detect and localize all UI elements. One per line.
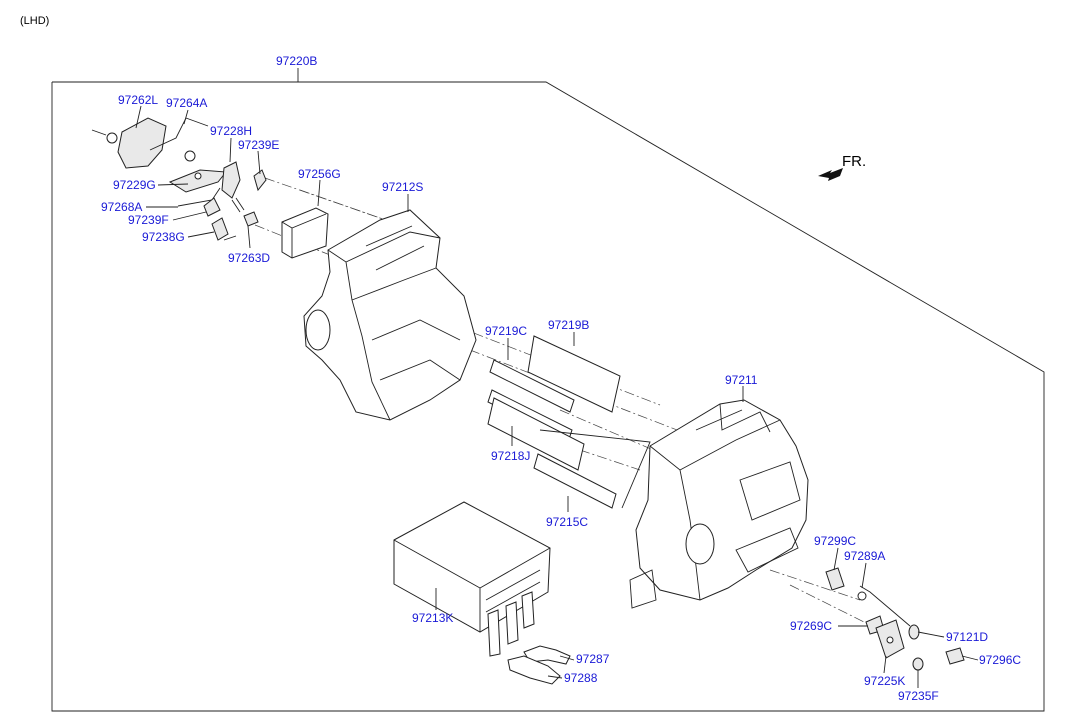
filter-97219B (527, 335, 621, 413)
label-97287[interactable]: 97287 (576, 652, 610, 666)
link-97239F (203, 197, 245, 217)
label-97262L[interactable]: 97262L (118, 93, 158, 107)
actuator-97263D (243, 211, 259, 227)
label-97213K[interactable]: 97213K (412, 611, 453, 625)
arm-97228H (221, 161, 241, 199)
link-97239E (253, 169, 267, 192)
label-97264A[interactable]: 97264A (166, 96, 207, 110)
label-97121D[interactable]: 97121D (946, 630, 988, 644)
label-97219B[interactable]: 97219B (548, 318, 589, 332)
rod-97264A (149, 117, 209, 151)
lever-97238G (211, 217, 237, 241)
label-97296C[interactable]: 97296C (979, 653, 1021, 667)
clip-97296C (945, 647, 965, 665)
door-lever-97262L (91, 117, 167, 169)
lever-97229G (168, 150, 227, 193)
label-97288[interactable]: 97288 (564, 671, 598, 685)
label-97228H[interactable]: 97228H (210, 124, 252, 138)
label-97269C[interactable]: 97269C (790, 619, 832, 633)
seal-97215C (533, 429, 651, 509)
front-arrow-icon (818, 168, 843, 181)
label-97299C[interactable]: 97299C (814, 534, 856, 548)
label-97238G[interactable]: 97238G (142, 230, 185, 244)
label-97229G[interactable]: 97229G (113, 178, 156, 192)
heater-core-97213K (393, 501, 551, 657)
label-97225K[interactable]: 97225K (864, 674, 905, 688)
label-97212S[interactable]: 97212S (382, 180, 423, 194)
label-97263D[interactable]: 97263D (228, 251, 270, 265)
leader-lines (135, 105, 979, 688)
knob-97121D (908, 624, 920, 640)
variant-label: (LHD) (20, 15, 49, 27)
label-97220B[interactable]: 97220B (276, 54, 317, 68)
label-97215C[interactable]: 97215C (546, 515, 588, 529)
seal-97218J (487, 397, 585, 471)
clamp-97288 (507, 655, 561, 685)
heater-case-97211 (629, 399, 809, 609)
assembly-frame (51, 68, 1045, 712)
label-97268A[interactable]: 97268A (101, 200, 142, 214)
label-97239F[interactable]: 97239F (128, 213, 169, 227)
label-97218J[interactable]: 97218J (491, 449, 530, 463)
cover-97256G (281, 207, 329, 259)
actuator-97225K (875, 619, 905, 659)
cable-97289A (857, 585, 911, 627)
label-97219C[interactable]: 97219C (485, 324, 527, 338)
intake-housing-97212S (303, 209, 477, 421)
bushing-97235F (912, 657, 924, 671)
label-97211[interactable]: 97211 (725, 373, 758, 387)
front-direction-label: FR. (842, 153, 866, 170)
label-97289A[interactable]: 97289A (844, 549, 885, 563)
label-97235F[interactable]: 97235F (898, 689, 939, 703)
bracket-97299C (825, 567, 845, 591)
label-97239E[interactable]: 97239E (238, 138, 279, 152)
label-97256G[interactable]: 97256G (298, 167, 341, 181)
